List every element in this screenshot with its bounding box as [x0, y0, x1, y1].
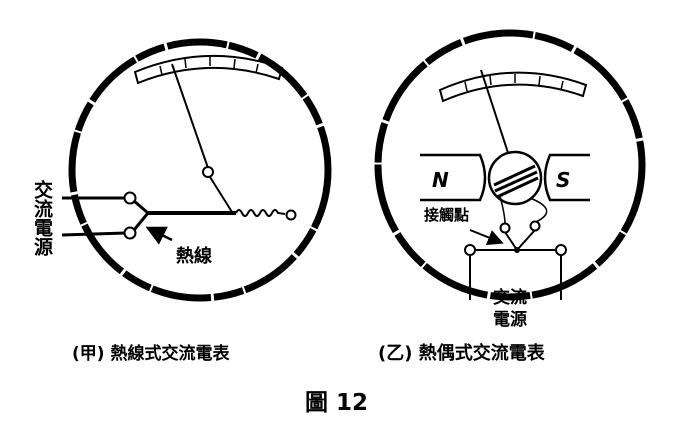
- right-caption: (乙) 熱偶式交流電表: [378, 342, 546, 364]
- scale-ticks: [159, 57, 259, 76]
- right-source-label-2: 電源: [493, 309, 527, 330]
- needle: [480, 69, 513, 166]
- pointer-arrow: [469, 229, 504, 245]
- scale-arc: [438, 71, 588, 103]
- pointer-arrow: [145, 226, 173, 245]
- needle: [171, 63, 209, 169]
- figure-label: 圖 12: [305, 390, 368, 416]
- north-pole-label: N: [432, 168, 449, 192]
- scale-ticks: [464, 74, 564, 92]
- moving-coil: [487, 150, 543, 206]
- pivot: [202, 166, 214, 178]
- magnet-south: [543, 153, 590, 202]
- terminal: [555, 244, 567, 256]
- meter-case: [374, 29, 646, 301]
- hot-wire-label: 熱線: [176, 245, 212, 267]
- contact-point-label: 接觸點: [424, 206, 469, 224]
- meter-case: [68, 38, 332, 302]
- terminal: [123, 226, 137, 240]
- thermocouple-meter: [374, 29, 646, 301]
- spring-coil: [235, 209, 286, 217]
- left-caption: (甲) 熱線式交流電表: [72, 343, 230, 364]
- terminal: [123, 191, 137, 205]
- hot-wire-meter: [61, 38, 332, 302]
- left-source-label: 交流電源: [31, 179, 53, 257]
- terminal: [464, 244, 476, 256]
- magnet-north: [420, 153, 487, 202]
- right-source-label-1: 交流: [493, 287, 527, 308]
- coil-windings: [493, 164, 539, 199]
- south-pole-label: S: [556, 168, 570, 192]
